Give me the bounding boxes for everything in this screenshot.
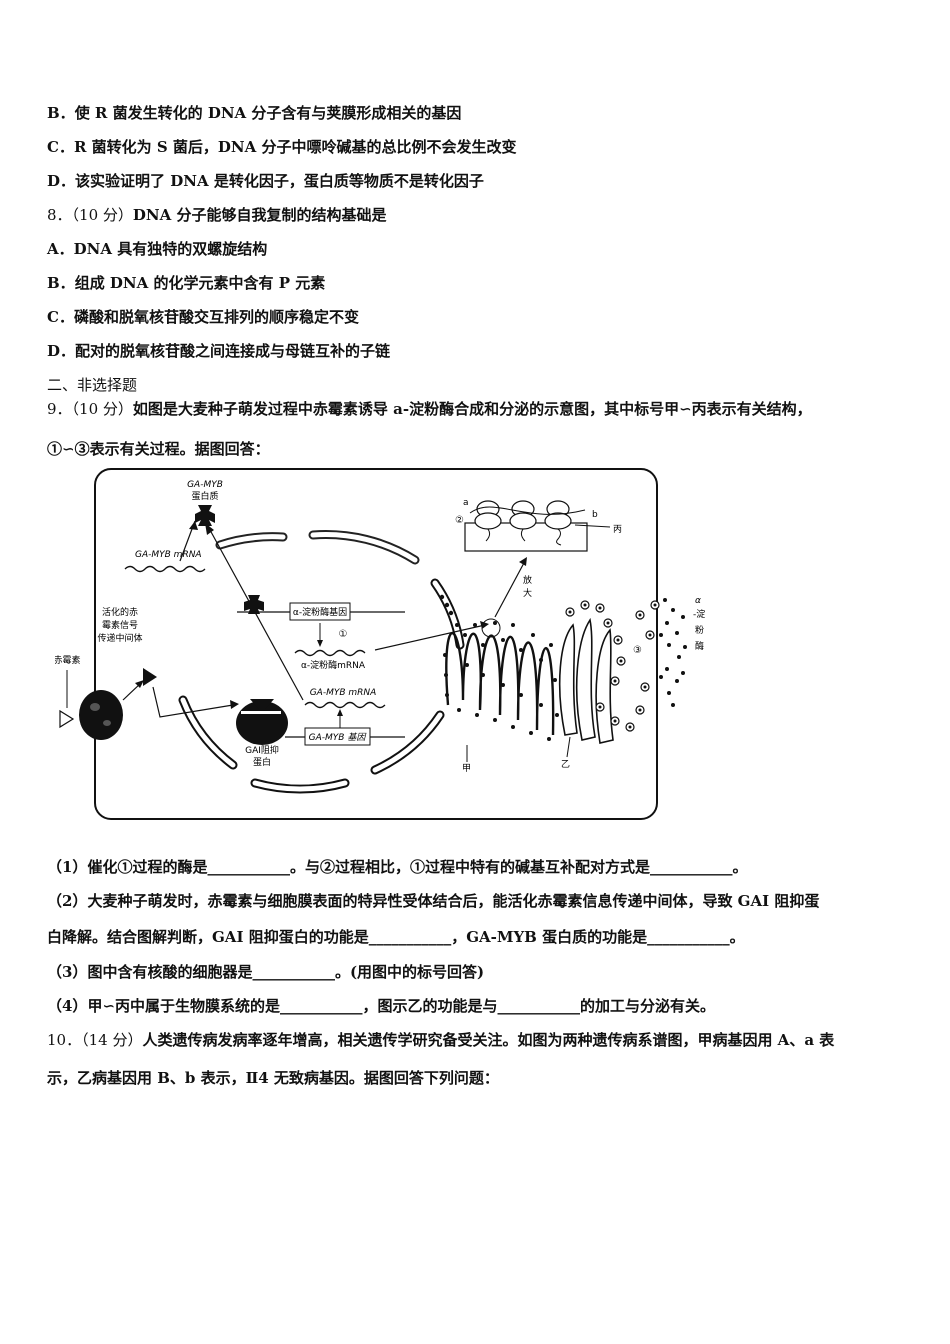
activated-label-3: 传递中间体 (97, 632, 142, 644)
option-8a: A．DNA 具有独特的双螺旋结构 (47, 240, 268, 258)
option-8b: B．组成 DNA 的化学元素中含有 P 元素 (47, 274, 326, 292)
option-8c: C．磷酸和脱氧核苷酸交互排列的顺序稳定不变 (47, 308, 359, 326)
arrow-intermediate-to-gai (152, 686, 234, 718)
question-10-stem: 10．（14 分）人类遗传病发病率逐年增高，相关遗传学研究备受关注。如图为两种遗… (47, 1031, 835, 1049)
gibberellin-triangle (59, 709, 75, 729)
amylase-label-1: -淀 (693, 608, 705, 620)
amylase-label-3: 酶 (695, 640, 704, 652)
amylase-mrna-wave (294, 649, 366, 657)
secreted-amylase-dots (659, 598, 687, 707)
label-bing: 丙 (613, 524, 622, 535)
gamyb-gene-box (304, 727, 371, 746)
magnified-mrna (469, 506, 586, 515)
line-c-r-to-s: C．R 菌转化为 S 菌后，DNA 分子中嘌呤碱基的总比例不会发生改变 (47, 138, 517, 156)
gibberellin-amylase-diagram: GA-MYB 蛋白质 GA-MYB mRNA α-淀粉酶基因 ① α-淀粉酶mR… (55, 468, 705, 820)
activated-label-1: 活化的赤 (102, 606, 138, 618)
question-10-stem-cont: 示，乙病基因用 B、b 表示，Ⅱ4 无致病基因。据图回答下列问题： (47, 1069, 499, 1087)
section-heading: 二、非选择题 (47, 376, 138, 394)
option-8d: D．配对的脱氧核苷酸之间连接成与母链互补的子链 (47, 342, 391, 360)
activated-intermediate-triangle (143, 668, 157, 686)
q9-part-4: （4）甲∽丙中属于生物膜系统的是___________，图示乙的功能是与____… (47, 997, 716, 1015)
q9-part-1: （1）催化①过程的酶是___________。与②过程相比，①过程中特有的碱基互… (47, 858, 748, 876)
question-9-stem-cont: ①∽③表示有关过程。据图回答： (47, 440, 270, 458)
gamyb-mrna-top-wave (124, 565, 206, 573)
activated-label-2: 霉素信号 (102, 619, 138, 631)
gibberellin-label: 赤霉素 (55, 654, 81, 666)
gamyb-mrna-top-label: GA-MYB mRNA (135, 550, 202, 560)
label-yi: 乙 (561, 759, 570, 770)
receptor-blob (79, 690, 123, 740)
q9-part-3: （3）图中含有核酸的细胞器是___________。(用图中的标号回答) (47, 963, 485, 981)
magnified-ribosomes (474, 500, 572, 530)
arrow-mrna-to-er (374, 624, 486, 651)
vesicles (565, 600, 660, 732)
arrow-magnify (494, 560, 526, 618)
step-2-label: ② (455, 515, 464, 526)
question-9-stem: 9．（10 分）如图是大麦种子萌发过程中赤霉素诱导 a-淀粉酶合成和分泌的示意图… (47, 400, 812, 418)
q9-part-2-cont: 白降解。结合图解判断，GAI 阻抑蛋白的功能是___________，GA-MY… (47, 928, 745, 946)
cell-outline (94, 468, 658, 820)
amylase-label-alpha: α (695, 596, 701, 606)
step-1-label: ① (339, 629, 348, 640)
magnify-label-da: 大 (523, 587, 532, 599)
amylase-mrna-label: α-淀粉酶mRNA (301, 659, 366, 671)
amylase-gene-box (289, 602, 351, 621)
gamyb-protein-label: GA-MYB (187, 480, 223, 490)
gamyb-gene-label: GA-MYB 基因 (309, 732, 368, 743)
amylase-label-2: 粉 (695, 624, 704, 636)
line-d-transforming-factor: D．该实验证明了 DNA 是转化因子，蛋白质等物质不是转化因子 (47, 172, 484, 190)
gai-triangle (250, 699, 274, 713)
q9-part-2: （2）大麦种子萌发时，赤霉素与细胞膜表面的特异性受体结合后，能活化赤霉素信息传递… (47, 892, 820, 910)
gamyb-protein-label-2: 蛋白质 (191, 490, 218, 502)
magnify-label-fang: 放 (523, 574, 532, 586)
question-8: 8．（10 分）DNA 分子能够自我复制的结构基础是 (47, 206, 387, 224)
rough-er-jia (445, 632, 555, 736)
magnify-circle (481, 618, 501, 638)
gamyb-protein-shape (195, 505, 215, 526)
golgi-yi (558, 617, 614, 744)
gai-label-2: 蛋白 (253, 756, 271, 768)
line-b-r-bacteria: B．使 R 菌发生转化的 DNA 分子含有与荚膜形成相关的基因 (47, 104, 462, 122)
step-3-label: ③ (633, 645, 642, 656)
label-b: b (592, 510, 598, 520)
label-a: a (463, 498, 469, 508)
label-jia: 甲 (462, 763, 471, 774)
nuclear-pore-ribosomes (439, 594, 454, 616)
gamyb-bound-protein (244, 595, 264, 614)
gamyb-mrna-mid-wave (304, 701, 386, 709)
gamyb-mrna-mid-label: GA-MYB mRNA (310, 688, 377, 698)
gai-label-1: GAI阻抑 (245, 744, 279, 756)
er-ribosomes (443, 621, 559, 741)
amylase-gene-label: α-淀粉酶基因 (293, 606, 347, 618)
arrow-gai-to-protein (209, 529, 304, 701)
